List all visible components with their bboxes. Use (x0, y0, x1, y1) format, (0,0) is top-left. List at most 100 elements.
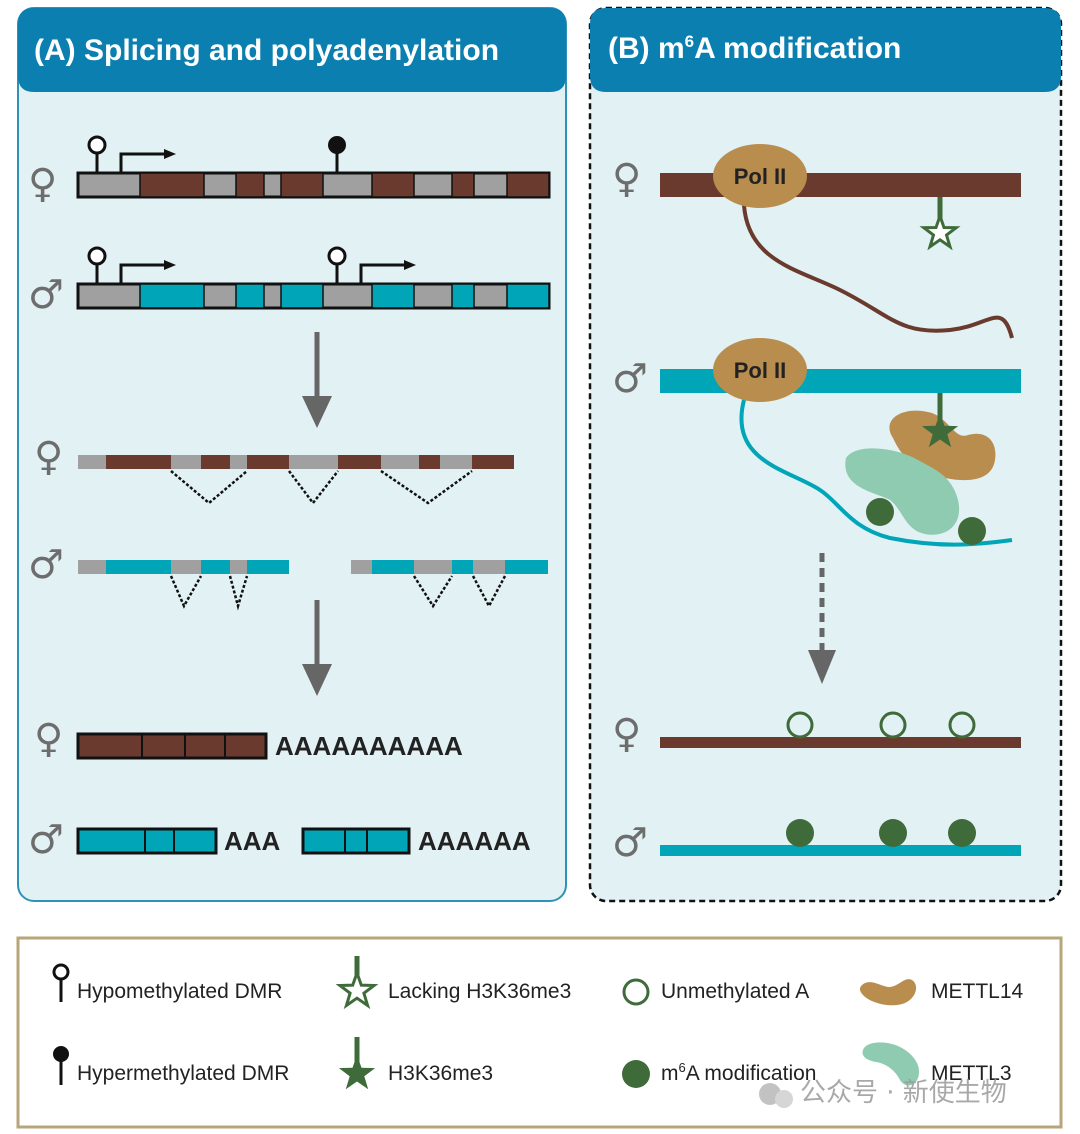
pol-ii-label: Pol II (734, 358, 787, 383)
intron (171, 560, 201, 574)
intron (473, 560, 505, 574)
panel-a-header (18, 8, 566, 92)
arrowhead (164, 260, 176, 270)
male-mature-mrna: ♂ AAA AAAAAA (28, 817, 531, 863)
exon (235, 172, 265, 198)
mettl3-icon (862, 1042, 920, 1086)
legend-item-m6a: m6A modification (622, 1060, 816, 1088)
splice-junction (170, 470, 248, 505)
splice-junction (169, 575, 203, 609)
hypomethylated-dmr-icon (327, 246, 347, 266)
male-gene-structure: ♂ (28, 246, 551, 318)
legend-label: Unmethylated A (661, 980, 809, 1003)
male-polya-tail-2: AAAAAA (418, 826, 531, 856)
intron (351, 560, 372, 574)
dashed-process-arrow-head (808, 650, 836, 684)
mettl3-icon (845, 448, 960, 535)
arrowhead (404, 260, 416, 270)
m6a-modification-dot (866, 498, 894, 526)
watermark-text: 公众号 · 新使生物 (800, 1078, 1007, 1108)
legend-label: METTL14 (931, 980, 1024, 1003)
female-symbol: ♀ (34, 716, 63, 762)
female-mrna-bar (76, 732, 268, 760)
male-mrna-line (660, 845, 1021, 856)
male-splicing: ♂ (28, 542, 548, 611)
legend-label: Hypermethylated DMR (77, 1062, 289, 1085)
mettl14-icon (859, 979, 917, 1006)
splice-junction (471, 575, 507, 609)
female-mrna-methylation: ♀ (612, 711, 1021, 757)
intron (78, 560, 106, 574)
legend-item-hypermethylated: Hypermethylated DMR (53, 1046, 289, 1085)
legend-item-h3k36me3: H3K36me3 (338, 1037, 493, 1090)
unmethylated-a-circle (786, 711, 814, 739)
legend-item-mettl3: METTL3 (862, 1042, 1012, 1086)
female-nascent-rna (742, 204, 1014, 339)
intron (381, 455, 419, 469)
exon (451, 172, 475, 198)
panel-a: (A) Splicing and polyadenylation ♀ ♂ (17, 7, 567, 902)
h3k36me3-star-icon (338, 1055, 376, 1090)
intron (440, 455, 472, 469)
m6a-modification-dot (948, 819, 976, 847)
m6a-modification-dot (879, 819, 907, 847)
lacking-h3k36me3-star-icon (919, 211, 961, 251)
intron (78, 455, 106, 469)
lacking-h3k36me3-star-icon (335, 968, 379, 1010)
splice-junction (228, 575, 249, 611)
female-symbol: ♀ (612, 156, 641, 202)
panel-b-title: (B) m6A modification (608, 32, 901, 65)
hypomethylated-dmr-icon (87, 135, 107, 155)
panel-a-title: (A) Splicing and polyadenylation (34, 34, 499, 67)
legend: Hypomethylated DMR Hypermethylated DMR L… (16, 936, 1063, 1129)
panel-b: (B) m6A modification ♀ Pol II ♂ Pol II (588, 6, 1063, 903)
intron (171, 455, 201, 469)
female-transcription: ♀ Pol II (612, 144, 1021, 339)
male-mrna-bar-2 (301, 827, 411, 855)
unmethylated-a-circle (622, 978, 650, 1006)
legend-label: METTL3 (931, 1062, 1012, 1085)
female-gene-structure: ♀ (28, 135, 551, 207)
legend-label: m6A modification (661, 1060, 816, 1085)
intron (414, 560, 452, 574)
male-symbol: ♂ (612, 820, 648, 866)
male-mrna-bar-1 (76, 827, 218, 855)
hypermethylated-dmr-icon (53, 1046, 69, 1062)
unmethylated-a-circle (879, 711, 907, 739)
exon (280, 172, 324, 198)
male-nascent-rna (739, 399, 1013, 547)
exon (506, 283, 550, 309)
legend-label: Lacking H3K36me3 (388, 980, 571, 1003)
splice-junction (288, 470, 339, 506)
female-splicing: ♀ (34, 434, 514, 506)
legend-label: Hypomethylated DMR (77, 980, 282, 1003)
m6a-modification-dot (958, 517, 986, 545)
intron (289, 455, 338, 469)
male-symbol: ♂ (28, 817, 64, 863)
exon (139, 283, 205, 309)
hypomethylated-dmr-icon (87, 246, 107, 266)
wechat-icon-secondary (775, 1090, 793, 1108)
transcription-start-arrow (119, 152, 170, 173)
male-symbol: ♂ (28, 272, 64, 318)
transcription-start-arrow (359, 263, 410, 284)
exon (451, 283, 475, 309)
legend-item-mettl14: METTL14 (859, 979, 1024, 1006)
male-polya-tail-1: AAA (224, 826, 281, 856)
female-symbol: ♀ (28, 161, 57, 207)
female-mrna-line (660, 737, 1021, 748)
exon (506, 172, 550, 198)
panel-b-header (590, 8, 1061, 92)
process-arrow-head (302, 396, 332, 428)
male-transcription: ♂ Pol II (612, 338, 1021, 547)
female-polya-tail: AAAAAAAAAA (275, 731, 463, 761)
intron (230, 455, 247, 469)
hypermethylated-dmr-icon (328, 136, 346, 154)
legend-item-hypomethylated: Hypomethylated DMR (52, 963, 282, 1003)
exon (139, 172, 205, 198)
splice-junction (380, 469, 473, 505)
exon (235, 283, 265, 309)
male-symbol: ♂ (612, 356, 648, 402)
intron (230, 560, 247, 574)
